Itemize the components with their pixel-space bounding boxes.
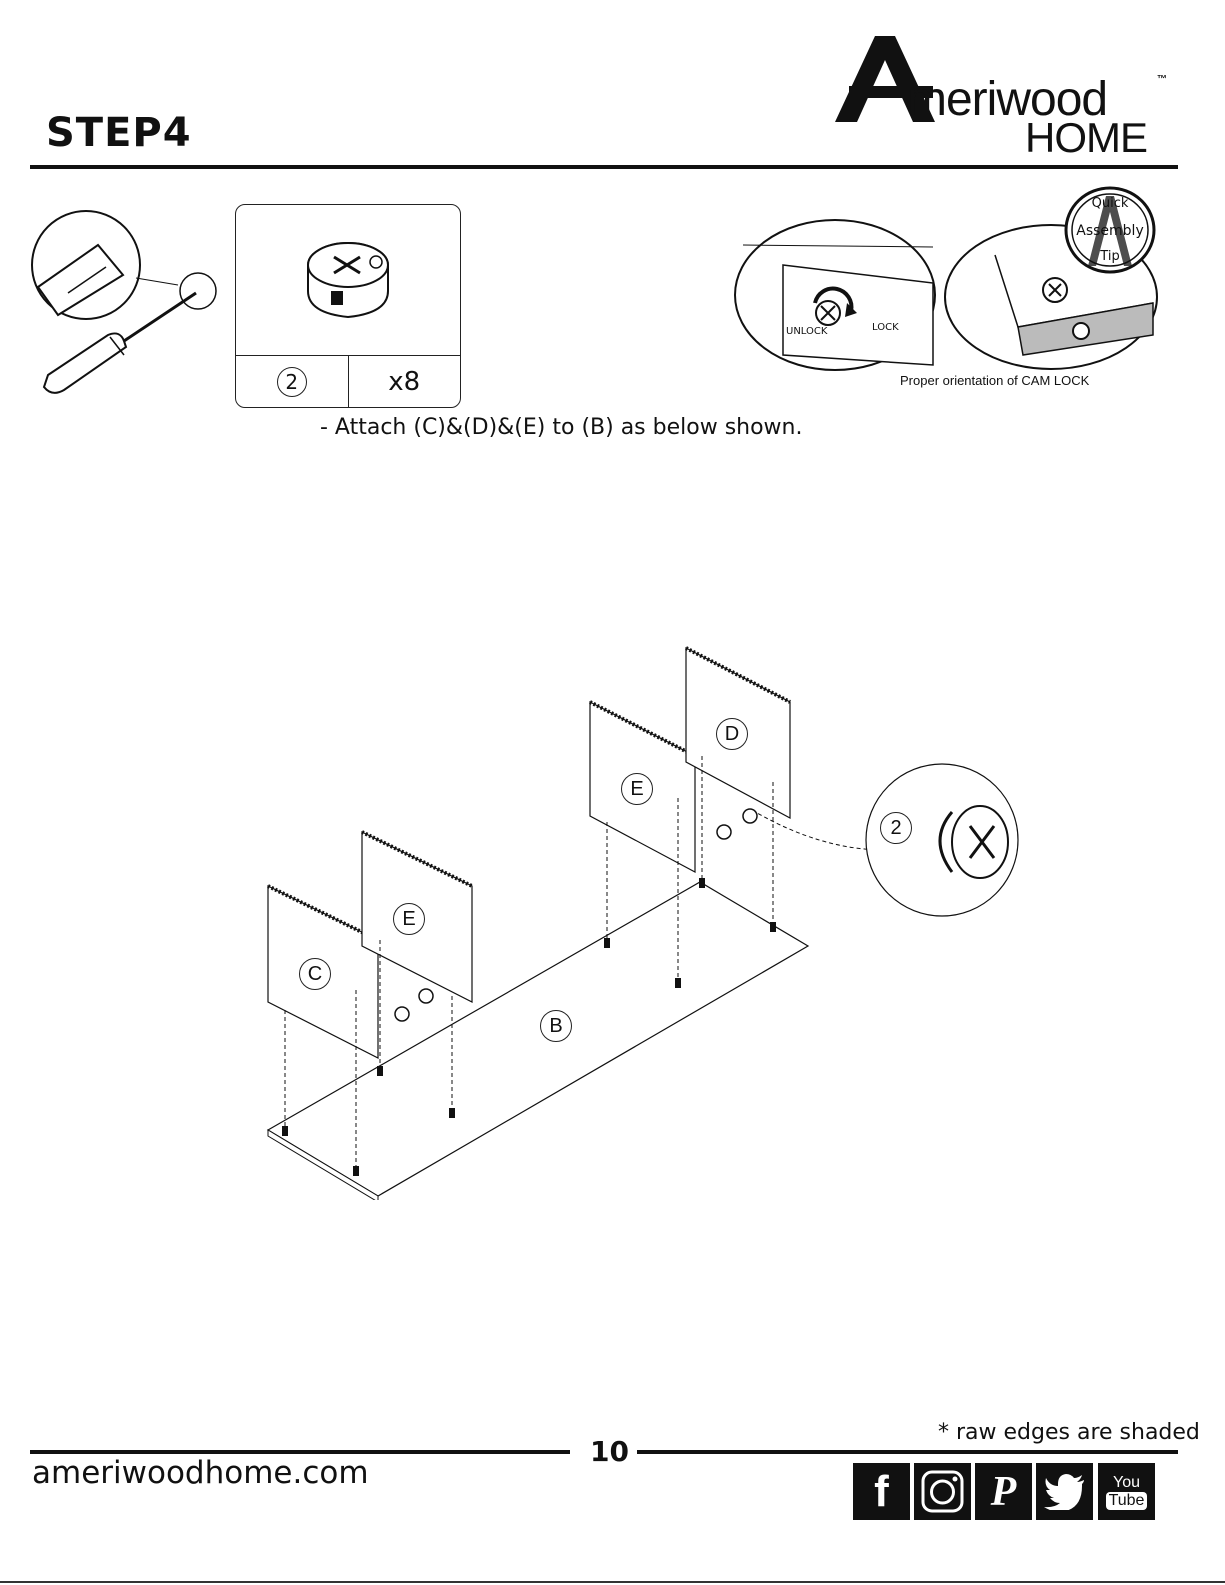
footer-rule-right <box>637 1450 1178 1454</box>
brand-sub: HOME <box>1025 114 1147 162</box>
badge-line-1: Quick <box>1062 196 1158 211</box>
step-title: STEP4 <box>46 110 192 156</box>
screwdriver-icon <box>28 205 218 405</box>
instagram-glyph <box>920 1469 965 1514</box>
footer-rule-left <box>30 1450 570 1454</box>
cam-lock-icon <box>236 205 460 355</box>
quick-assembly-badge: Quick Assembly Tip <box>1062 186 1158 274</box>
cam-lock-caption: Proper orientation of CAM LOCK <box>900 373 1089 388</box>
quantity-label: x8 <box>348 356 461 408</box>
twitter-icon[interactable] <box>1036 1463 1093 1520</box>
panel-label-b: B <box>540 1010 572 1042</box>
page-number: 10 <box>590 1435 629 1468</box>
panel-label-c: C <box>299 958 331 990</box>
assembly-diagram <box>260 640 1040 1200</box>
header-rule <box>30 165 1178 169</box>
panel-label-e-left: E <box>393 903 425 935</box>
callout-part-label: 2 <box>880 812 912 844</box>
part-number-label: 2 <box>277 367 307 397</box>
website-link[interactable]: ameriwoodhome.com <box>32 1455 369 1491</box>
facebook-icon[interactable]: f <box>853 1463 910 1520</box>
instagram-icon[interactable] <box>914 1463 971 1520</box>
panel-label-d: D <box>716 718 748 750</box>
hardware-box: 2 x8 <box>235 204 461 408</box>
brand-logo: meriwood HOME ™ <box>835 30 1175 165</box>
lock-label: LOCK <box>872 322 899 333</box>
raw-edges-note: * raw edges are shaded <box>938 1420 1200 1445</box>
unlock-label: UNLOCK <box>786 326 827 337</box>
bottom-rule <box>0 1581 1225 1583</box>
badge-line-3: Tip <box>1062 249 1158 264</box>
twitter-bird-glyph <box>1044 1474 1086 1510</box>
panel-label-e-right: E <box>621 773 653 805</box>
badge-line-2: Assembly <box>1062 223 1158 239</box>
pinterest-icon[interactable]: P <box>975 1463 1032 1520</box>
brand-tm: ™ <box>1157 74 1167 85</box>
youtube-icon[interactable]: You Tube <box>1098 1463 1155 1520</box>
instruction-text: - Attach (C)&(D)&(E) to (B) as below sho… <box>320 415 803 440</box>
